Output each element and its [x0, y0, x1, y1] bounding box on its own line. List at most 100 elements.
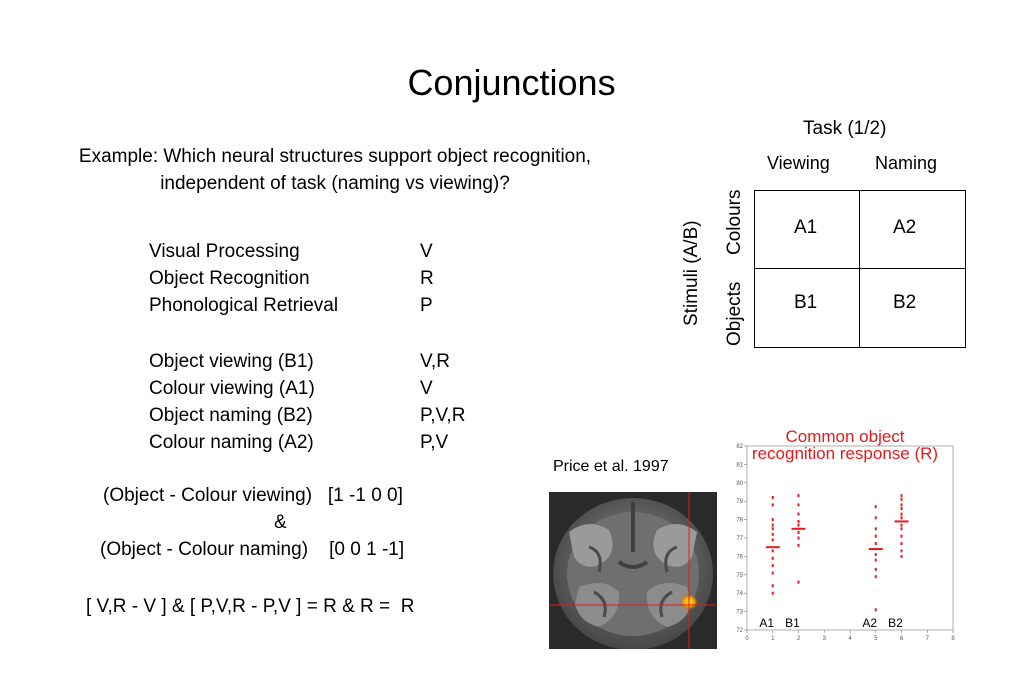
process-code: P [420, 295, 433, 316]
data-point [771, 549, 774, 553]
condition-row: Colour viewing (A1) V [149, 375, 433, 402]
condition-code: V [420, 378, 433, 399]
process-row: Object Recognition R [149, 265, 434, 292]
column-header-naming: Naming [875, 153, 938, 173]
cell-a2: A2 [893, 217, 917, 238]
data-point [874, 505, 877, 509]
condition-label: Object viewing (B1) [149, 351, 314, 372]
stimuli-label: Stimuli (A/B) [681, 220, 702, 326]
data-point [797, 503, 800, 507]
data-point [874, 534, 877, 538]
row-header-colours: Colours [724, 189, 745, 255]
slide-title: Conjunctions [407, 62, 616, 103]
plot-title-line-1: Common object [785, 427, 905, 446]
data-point [771, 527, 774, 531]
data-point [797, 536, 800, 540]
y-tick-label: 75 [736, 573, 743, 579]
data-point [900, 542, 903, 546]
condition-code: P,V,R [420, 405, 466, 426]
x-tick-label: 8 [951, 636, 955, 642]
data-point [874, 558, 877, 562]
contrast-ampersand: & [274, 512, 287, 533]
data-point [771, 532, 774, 536]
data-point [771, 584, 774, 588]
y-tick-label: 79 [736, 499, 743, 505]
data-point [874, 527, 877, 531]
process-code: R [420, 268, 434, 289]
y-tick-label: 73 [736, 610, 743, 616]
data-point [797, 523, 800, 527]
data-point [771, 591, 774, 595]
condition-label: Colour naming (A2) [149, 432, 314, 453]
data-point [797, 543, 800, 547]
contrast-naming: (Object - Colour naming) [0 0 1 -1] [100, 539, 405, 560]
data-point [874, 542, 877, 546]
data-point [771, 523, 774, 527]
data-point [874, 553, 877, 557]
figure-caption: Price et al. 1997 [553, 458, 669, 475]
plot-title: Common object recognition response (R) [720, 428, 970, 462]
data-point [797, 512, 800, 516]
process-code: V [420, 241, 433, 262]
y-tick-label: 82 [736, 444, 743, 450]
example-line-1: Example: Which neural structures support… [78, 146, 592, 167]
x-tick-label: 1 [771, 636, 775, 642]
data-point [797, 580, 800, 584]
condition-row: Colour naming (A2) P,V [149, 429, 448, 456]
y-tick-label: 80 [736, 481, 743, 487]
brain-scan-image [549, 492, 717, 649]
conjunction-formula: [ V,R - V ] & [ P,V,R - P,V ] = R & R = … [86, 596, 415, 617]
data-point [900, 516, 903, 520]
x-tick-label: 5 [874, 636, 878, 642]
x-tick-label: 3 [823, 636, 827, 642]
process-row: Phonological Retrieval P [149, 292, 433, 319]
task-label: Task (1/2) [803, 118, 887, 139]
condition-label: Object naming (B2) [149, 405, 313, 426]
data-point [900, 503, 903, 507]
column-header-viewing: Viewing [767, 153, 830, 173]
y-tick-label: 76 [736, 554, 743, 560]
data-point [771, 571, 774, 575]
example-line-2: independent of task (naming vs viewing)? [160, 173, 510, 194]
condition-row: Object naming (B2) P,V,R [149, 402, 465, 429]
condition-row: Object viewing (B1) V,R [149, 348, 450, 375]
contrast-viewing: (Object - Colour viewing) [1 -1 0 0] [103, 485, 403, 506]
process-label: Object Recognition [149, 268, 310, 289]
data-point [900, 512, 903, 516]
grid-divider [859, 191, 860, 347]
point-label: A1 [759, 616, 774, 630]
data-point [900, 523, 903, 527]
cell-b1: B1 [794, 292, 818, 313]
cell-b2: B2 [893, 292, 917, 313]
design-grid: A1 A2 B1 B2 [754, 190, 966, 348]
example-question: Example: Which neural structures support… [10, 143, 660, 197]
y-tick-label: 77 [736, 536, 743, 542]
process-row: Visual Processing V [149, 238, 433, 265]
data-point [900, 507, 903, 511]
cell-a1: A1 [794, 217, 818, 238]
grid-divider [755, 268, 965, 269]
data-point [797, 530, 800, 534]
data-point [874, 608, 877, 612]
point-label: A2 [862, 616, 877, 630]
data-point [771, 503, 774, 507]
data-point [771, 538, 774, 542]
data-point [874, 516, 877, 520]
y-tick-label: 81 [736, 462, 743, 468]
data-point [900, 494, 903, 498]
data-point [797, 494, 800, 498]
data-point [874, 575, 877, 579]
y-tick-label: 78 [736, 518, 743, 524]
y-tick-label: 74 [736, 591, 743, 597]
x-tick-label: 4 [848, 636, 852, 642]
data-point [771, 496, 774, 500]
row-header-objects: Objects [724, 281, 745, 346]
x-tick-label: 7 [926, 636, 930, 642]
data-point [771, 564, 774, 568]
data-point [900, 527, 903, 531]
plot-title-line-2: recognition response (R) [751, 444, 939, 463]
process-label: Phonological Retrieval [149, 295, 339, 316]
condition-code: P,V [420, 432, 449, 453]
data-point [900, 497, 903, 501]
